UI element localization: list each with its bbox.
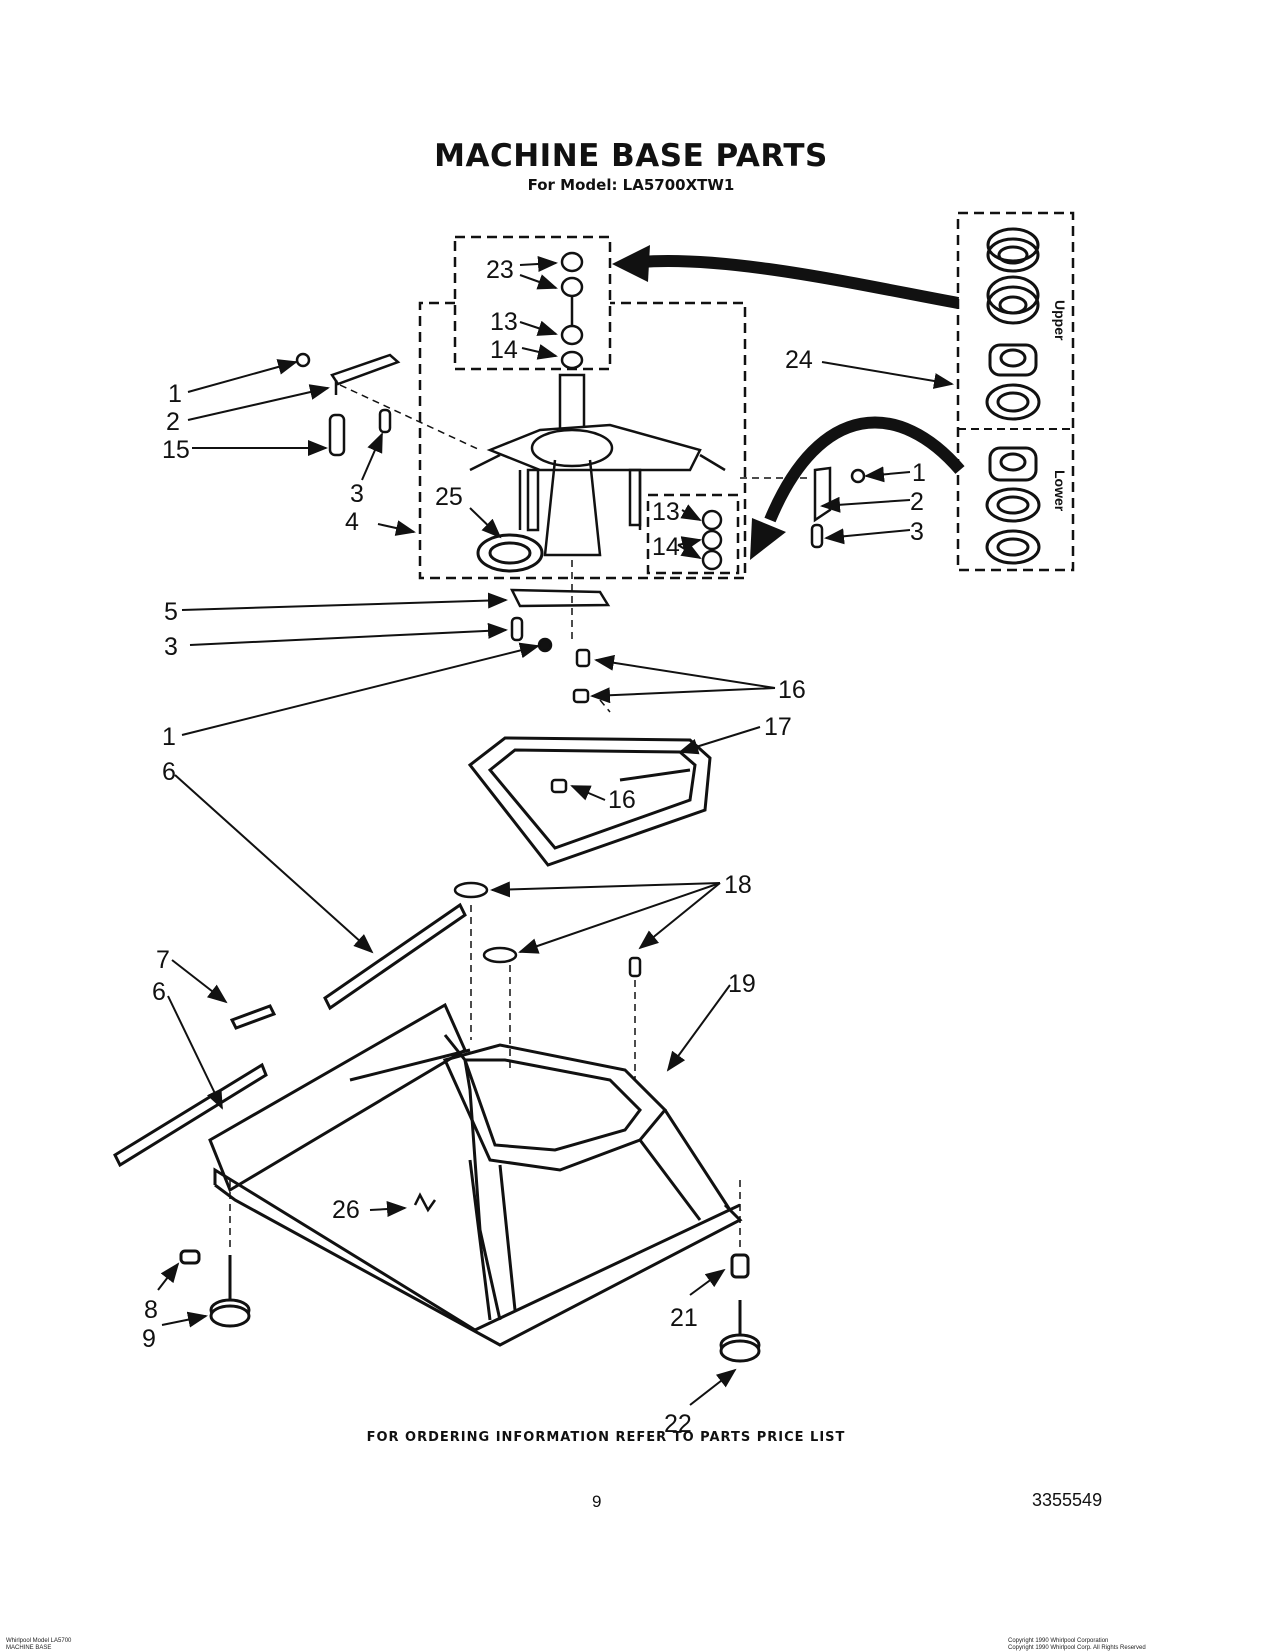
callout-1-center: 1 [162, 723, 176, 751]
part-26-clip [413, 1192, 437, 1213]
callout-13: 13 [490, 308, 518, 336]
callout-19: 19 [728, 970, 756, 998]
callout-14-right: 14 [652, 533, 680, 561]
callout-26: 26 [332, 1196, 360, 1224]
callout-15: 15 [162, 436, 190, 464]
callout-25: 25 [435, 483, 463, 511]
callout-22: 22 [664, 1410, 692, 1438]
inset-upper-bearings [985, 227, 1041, 421]
lower-kit-arrowhead [750, 518, 786, 560]
callout-21: 21 [670, 1304, 698, 1332]
callout-labels: 1 2 15 3 4 23 13 14 24 25 1 2 3 13 14 5 … [142, 256, 926, 1438]
inset-lower-bearings [985, 446, 1041, 565]
callout-4: 4 [345, 508, 359, 536]
leader-lines [157, 256, 954, 1406]
fine-left-line-1: Whirlpool Model LA5700 [6, 1638, 72, 1644]
model-subtitle: For Model: LA5700XTW1 [527, 176, 735, 194]
callout-3: 3 [350, 480, 364, 508]
callout-23: 23 [486, 256, 514, 284]
transmission-box [418, 301, 747, 580]
upper-kit-arrow [639, 254, 960, 309]
callout-17: 17 [764, 713, 792, 741]
fine-print-right: Copyright 1990 Whirlpool Corporation Cop… [1008, 1638, 1146, 1652]
rails-6-7 [113, 902, 467, 1168]
upper-kit-arrowhead [612, 245, 650, 282]
callout-13-right: 13 [652, 498, 680, 526]
callout-9: 9 [142, 1325, 156, 1353]
callout-8: 8 [144, 1296, 158, 1324]
document-number: 3355549 [1032, 1490, 1103, 1510]
fine-right-line-2: Copyright 1990 Whirlpool Corp. All Right… [1008, 1645, 1146, 1651]
ordering-note: FOR ORDERING INFORMATION REFER TO PARTS … [366, 1430, 846, 1445]
part-17-bracket [467, 736, 712, 867]
callout-16: 16 [778, 676, 806, 704]
page-title: MACHINE BASE PARTS [434, 138, 828, 174]
upper-bearing-parts [560, 251, 584, 370]
lower-bearing-parts [701, 509, 723, 571]
callout-3-center: 3 [164, 633, 178, 661]
guide-lines [229, 384, 810, 1250]
callout-2-right: 2 [910, 488, 924, 516]
callout-16-lower: 16 [608, 786, 636, 814]
callout-3-right: 3 [910, 518, 924, 546]
part-16-clips [550, 648, 591, 794]
machine-base-frame [208, 1002, 743, 1347]
callout-1: 1 [168, 380, 182, 408]
lower-bearing-box [646, 493, 740, 575]
fine-right-line-1: Copyright 1990 Whirlpool Corporation [1008, 1638, 1109, 1644]
fine-left-line-2: MACHINE BASE [6, 1645, 52, 1651]
page-number: 9 [592, 1492, 602, 1511]
callout-6-lower: 6 [152, 978, 166, 1006]
left-linkage-parts [295, 352, 401, 457]
callout-18: 18 [724, 871, 752, 899]
part-25-ring [476, 533, 544, 573]
callout-1-right: 1 [912, 459, 926, 487]
part-18-pads [453, 881, 642, 978]
callout-24: 24 [785, 346, 813, 374]
bearing-kit-inset-box [956, 211, 1075, 572]
inset-lower-label: Lower [1052, 470, 1068, 512]
center-strap-parts [509, 588, 611, 653]
upper-bearing-box [453, 235, 612, 371]
lower-kit-arrow [764, 416, 965, 523]
fine-print-left: Whirlpool Model LA5700 MACHINE BASE [6, 1638, 71, 1652]
inset-upper-label: Upper [1052, 300, 1068, 341]
callout-5: 5 [164, 598, 178, 626]
callout-7: 7 [156, 946, 170, 974]
leveling-feet [179, 1249, 761, 1363]
callout-6: 6 [162, 758, 176, 786]
transmission-assembly [469, 373, 726, 557]
callout-2: 2 [166, 408, 180, 436]
callout-14: 14 [490, 336, 518, 364]
